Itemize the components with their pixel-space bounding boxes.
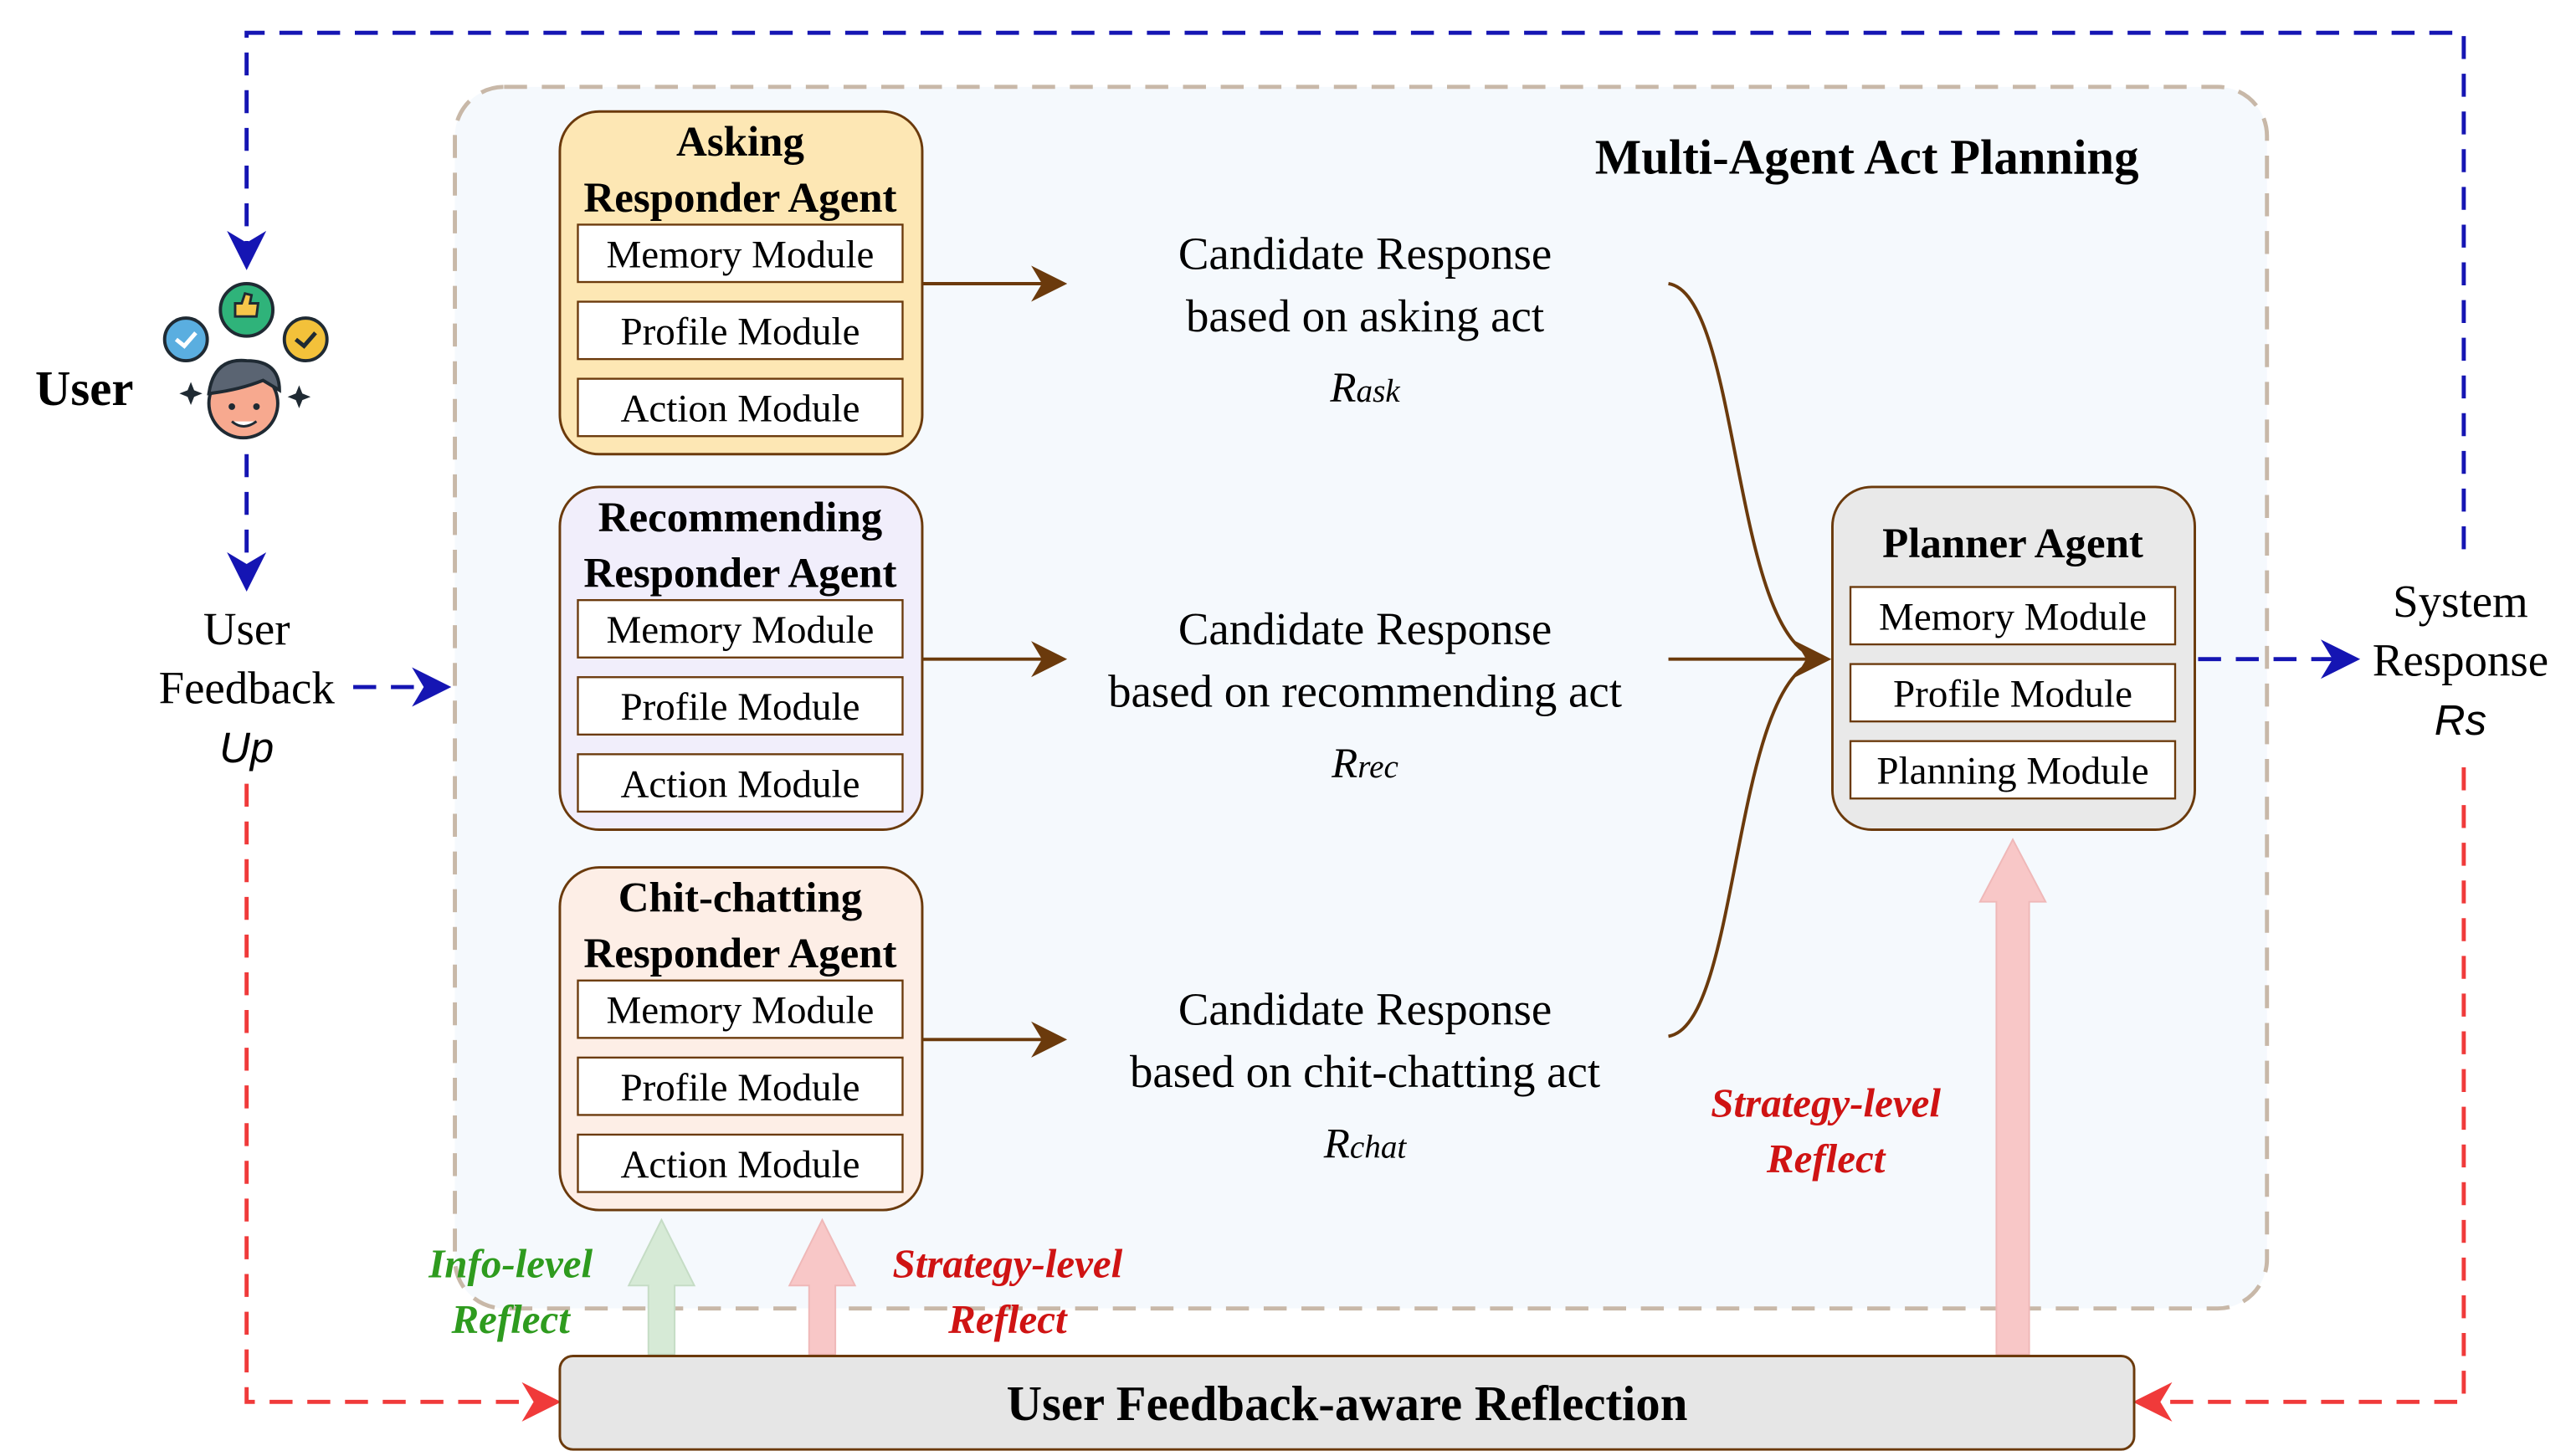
- planner-module-box: [1849, 586, 2177, 646]
- agent-module-box: [577, 1056, 904, 1116]
- planner-strategy-level-reflect-arrow: [1978, 838, 2047, 1356]
- agent-module-box: [577, 753, 904, 813]
- system-response-line2: Response: [2373, 634, 2548, 685]
- candidate-response-symbol: Rchat: [1323, 1120, 1408, 1167]
- planner-module-label: Memory Module: [1879, 595, 2147, 638]
- candidate-response-line2: based on chit-chatting act: [1130, 1046, 1600, 1097]
- agent-module-box: [577, 598, 904, 659]
- agent-module-box: [577, 1133, 904, 1193]
- user-feedback-line2: Feedback: [159, 663, 336, 714]
- planner-strategy-label-line1: Strategy-level: [1711, 1079, 1941, 1125]
- user-with-chat-bubbles-icon: [162, 282, 329, 440]
- agent-module-label: Action Module: [620, 387, 860, 431]
- candidate-response-line1: Candidate Response: [1178, 603, 1552, 654]
- candidate-response-line2: based on asking act: [1186, 290, 1544, 341]
- planner-module-label: Planning Module: [1876, 750, 2148, 793]
- user-feedback-symbol: Up: [219, 724, 274, 772]
- planner-agent-title: Planner Agent: [1882, 520, 2143, 567]
- agent-title-line1: Chit-chatting: [618, 874, 862, 921]
- system-response-line1: System: [2393, 576, 2528, 627]
- info-level-label-line2: Reflect: [450, 1296, 571, 1342]
- candidate-response-line1: Candidate Response: [1178, 984, 1552, 1035]
- strategy-level-label-line1: Strategy-level: [893, 1240, 1123, 1286]
- candidate-response-line1: Candidate Response: [1178, 228, 1552, 279]
- user-feedback-line1: User: [203, 603, 290, 654]
- planner-strategy-label-line2: Reflect: [1766, 1136, 1886, 1182]
- agent-title-line2: Responder Agent: [583, 175, 896, 222]
- agent-module-box: [577, 979, 904, 1039]
- agent-module-label: Memory Module: [607, 989, 875, 1033]
- agent-module-label: Memory Module: [607, 233, 875, 276]
- info-level-reflect-arrow: [627, 1218, 696, 1356]
- panel-title: Multi-Agent Act Planning: [1595, 131, 2139, 185]
- red-dashed-system-to-reflection: [2132, 767, 2466, 1422]
- agent-module-box: [577, 223, 904, 284]
- strategy-level-label-line2: Reflect: [947, 1296, 1068, 1342]
- system-response-symbol: Rs: [2435, 696, 2486, 744]
- agent-module-label: Profile Module: [620, 685, 860, 729]
- feedback-reflection-bar: [558, 1355, 2136, 1451]
- agent-module-box: [577, 300, 904, 361]
- blue-dashed-top-loop: [227, 30, 2466, 550]
- agent-module-label: Action Module: [620, 762, 860, 806]
- planner-module-box: [1849, 663, 2177, 723]
- planner-module-box: [1849, 740, 2177, 800]
- user-label: User: [35, 361, 133, 416]
- merge-curve-from-chitchat: [1668, 657, 1824, 1038]
- merge-curve-from-asking: [1668, 282, 1824, 661]
- agent-module-label: Profile Module: [620, 1066, 860, 1110]
- strategy-level-reflect-arrow: [788, 1218, 857, 1356]
- agent-module-label: Memory Module: [607, 608, 875, 652]
- agent-title-line2: Responder Agent: [583, 550, 896, 597]
- agent-module-label: Profile Module: [620, 310, 860, 353]
- agent-title-line1: Asking: [676, 119, 804, 166]
- feedback-reflection-label: User Feedback-aware Reflection: [1007, 1377, 1688, 1431]
- candidate-response-symbol: Rrec: [1331, 741, 1398, 787]
- agent-title-line1: Recommending: [598, 495, 883, 541]
- agent-module-box: [577, 377, 904, 438]
- candidate-response-symbol: Rask: [1329, 365, 1400, 412]
- info-level-label-line1: Info-level: [428, 1240, 593, 1286]
- agent-title-line2: Responder Agent: [583, 931, 896, 977]
- agent-module-box: [577, 676, 904, 736]
- candidate-response-line2: based on recommending act: [1108, 666, 1622, 717]
- agent-module-label: Action Module: [620, 1143, 860, 1187]
- planner-module-label: Profile Module: [1893, 673, 2132, 716]
- red-dashed-feedback-to-reflection: [244, 783, 562, 1422]
